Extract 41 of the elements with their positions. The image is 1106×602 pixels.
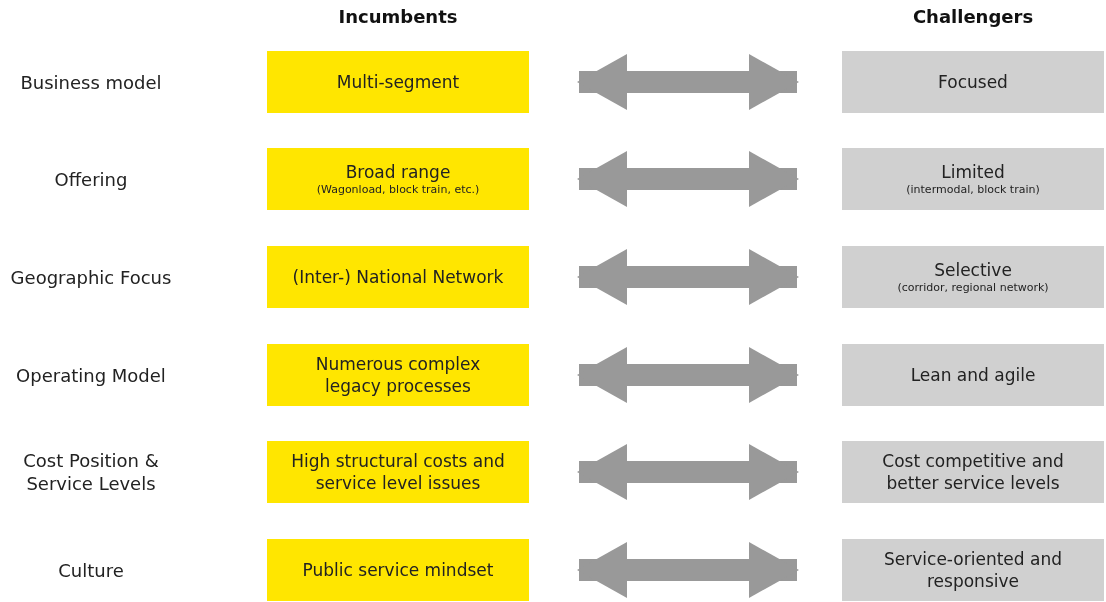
comparison-box (267, 344, 529, 406)
box-text: Public service mindset (302, 559, 494, 581)
double-arrow (577, 444, 799, 500)
double-arrow (577, 542, 799, 598)
row-label: Operating Model (16, 363, 166, 387)
box-text: Lean and agile (910, 364, 1036, 386)
box-text: Numerous complex legacy processes (314, 353, 482, 397)
row-label: Cost Position & Service Levels (22, 449, 160, 495)
double-arrow (577, 151, 799, 207)
box-text: Selective (934, 259, 1012, 281)
double-arrow (577, 347, 799, 403)
comparison-box (842, 441, 1104, 503)
row-label: Culture (58, 558, 124, 582)
comparison-box (842, 539, 1104, 601)
box-text: (Inter-) National Network (292, 266, 504, 288)
box-text: Cost competitive and better service levels (881, 450, 1065, 494)
comparison-box (267, 441, 529, 503)
box-text: Focused (938, 71, 1008, 93)
box-subtext: (Wagonload, block train, etc.) (316, 183, 480, 197)
box-text: High structural costs and service level issues (291, 450, 505, 494)
double-arrow (577, 54, 799, 110)
comparison-box (842, 246, 1104, 308)
box-text: Service-oriented and responsive (883, 548, 1063, 592)
row-label: Geographic Focus (10, 265, 172, 289)
double-arrow (577, 249, 799, 305)
box-text: Limited (941, 161, 1005, 183)
comparison-box (842, 51, 1104, 113)
row-label: Offering (54, 167, 128, 191)
box-subtext: (intermodal, block train) (906, 183, 1040, 197)
comparison-box (267, 246, 529, 308)
comparison-box (267, 51, 529, 113)
row-label: Business model (20, 70, 162, 94)
box-subtext: (corridor, regional network) (897, 281, 1049, 295)
box-text: Multi-segment (336, 71, 460, 93)
column-header: Incumbents (337, 6, 459, 27)
box-text: Broad range (345, 161, 451, 183)
column-header: Challengers (911, 6, 1035, 27)
comparison-box (842, 148, 1104, 210)
comparison-box (267, 148, 529, 210)
comparison-box (842, 344, 1104, 406)
comparison-box (267, 539, 529, 601)
